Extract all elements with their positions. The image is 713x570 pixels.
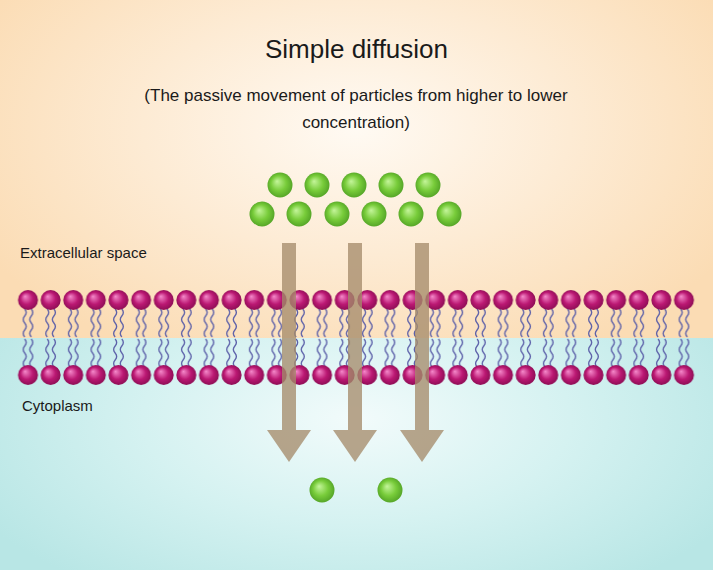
subtitle-note: (The passive movement of particles from …: [106, 82, 606, 136]
diffusion-arrows: [267, 243, 444, 462]
region-label: Cytoplasm: [22, 395, 152, 417]
region-label: Extracellular space: [20, 240, 150, 265]
diagram-title: Simple diffusion: [0, 33, 713, 65]
